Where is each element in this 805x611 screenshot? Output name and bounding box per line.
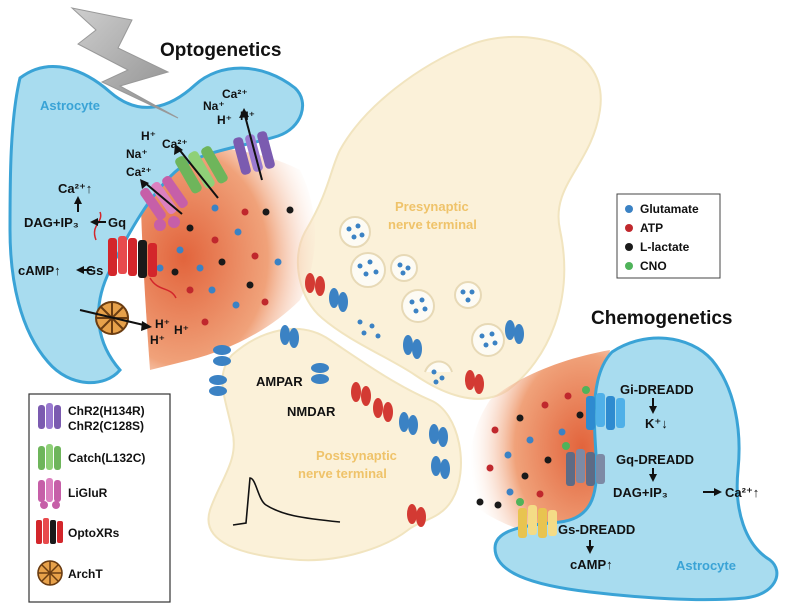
- epsc-trace: [232, 477, 341, 526]
- legend-atp-dot: [625, 224, 633, 232]
- label-ampar: AMPAR: [256, 374, 303, 389]
- legend-chr2-icon: [38, 403, 61, 429]
- chemo-k-down: K⁺↓: [645, 416, 668, 431]
- legend-chr2-h134r: ChR2(H134R): [68, 404, 145, 418]
- legend-archt-icon: [37, 560, 63, 586]
- chemo-gi: Gi-DREADD: [620, 382, 694, 397]
- chr2-channel-icon: [233, 108, 275, 181]
- gq-dreadd-receptor-icon: [562, 442, 605, 486]
- molecules-left-cleft: [156, 204, 294, 326]
- presynaptic-terminal: [296, 35, 602, 400]
- ion-ca-catch: Ca²⁺: [162, 137, 188, 151]
- ion-h-top2: H⁺: [240, 109, 255, 123]
- legend-archt: ArchT: [68, 567, 103, 581]
- tool-legend: ChR2(H134R) ChR2(C128S) Catch(L132C) LiG…: [28, 393, 171, 603]
- ion-na-top: Na⁺: [203, 99, 225, 113]
- right-cleft-zone: [469, 350, 610, 545]
- legend-chr2-c128s: ChR2(C128S): [68, 419, 144, 433]
- chemo-ca-up: Ca²⁺↑: [725, 485, 759, 500]
- opto-camp-up: cAMP↑: [18, 263, 61, 278]
- ligluR-channel-icon: [140, 175, 188, 231]
- legend-glutamate-dot: [625, 205, 633, 213]
- optoxr-receptor-icon: [93, 211, 177, 299]
- ion-ca-top: Ca²⁺: [222, 87, 248, 101]
- legend-ligluR-icon: [38, 478, 61, 509]
- legend-glutamate: Glutamate: [640, 202, 699, 216]
- title-optogenetics: Optogenetics: [160, 40, 281, 61]
- astrocyte-right: [493, 336, 779, 602]
- light-stimulus-icon: [70, 7, 179, 119]
- ion-h-arch1: H⁺: [155, 317, 170, 331]
- legend-ligluR: LiGluR: [68, 486, 108, 500]
- ion-h-mid: H⁺: [141, 129, 156, 143]
- chemo-camp-up: cAMP↑: [570, 557, 613, 572]
- title-chemogenetics: Chemogenetics: [591, 308, 732, 329]
- ion-h-arch2: H⁺: [174, 323, 189, 337]
- legend-optoxrs: OptoXRs: [68, 526, 120, 540]
- ion-ca-mid: Ca²⁺: [126, 165, 152, 179]
- postsynaptic-terminal: [207, 327, 462, 562]
- opto-dag-ip3: DAG+IP₃: [24, 215, 79, 230]
- legend-catch-icon: [38, 444, 61, 470]
- legend-lactate-dot: [625, 243, 633, 251]
- chemo-dag-ip3: DAG+IP₃: [613, 485, 668, 500]
- chemo-gq: Gq-DREADD: [616, 452, 694, 467]
- label-astrocyte-right: Astrocyte: [676, 558, 736, 573]
- legend-cno: CNO: [640, 259, 667, 273]
- ion-h-top1: H⁺: [217, 113, 232, 127]
- ion-h-arch3: H⁺: [150, 333, 165, 347]
- opto-gq: Gq: [108, 215, 126, 230]
- legend-optoxr-icon: [36, 518, 63, 544]
- vesicle-glutamate: [346, 223, 498, 385]
- membrane-receptors: [209, 273, 524, 527]
- synaptic-vesicles: [339, 216, 505, 373]
- archt-pump-icon: [79, 301, 152, 335]
- chemo-pathway-arrows: [586, 398, 722, 554]
- legend-lactate: L-lactate: [640, 240, 690, 254]
- label-postsynaptic-1: Postsynaptic: [316, 448, 397, 463]
- label-presynaptic-1: Presynaptic: [395, 199, 469, 214]
- label-astrocyte-left: Astrocyte: [40, 98, 100, 113]
- opto-ca-up: Ca²⁺↑: [58, 181, 92, 196]
- opto-pathway-arrows: [74, 196, 106, 274]
- gs-dreadd-receptor-icon: [516, 498, 557, 538]
- label-presynaptic-2: nerve terminal: [388, 217, 477, 232]
- label-postsynaptic-2: nerve terminal: [298, 466, 387, 481]
- molecule-legend: Glutamate ATP L-lactate CNO: [616, 193, 721, 279]
- legend-catch: Catch(L132C): [68, 451, 145, 465]
- opto-gs: Gs: [86, 263, 103, 278]
- chemo-gs: Gs-DREADD: [558, 522, 635, 537]
- molecules-right-cleft: [476, 392, 584, 509]
- catch-channel-icon: [174, 144, 228, 199]
- ion-na-mid: Na⁺: [126, 147, 148, 161]
- legend-atp: ATP: [640, 221, 663, 235]
- gi-dreadd-receptor-icon: [582, 386, 625, 430]
- legend-cno-dot: [625, 262, 633, 270]
- label-nmdar: NMDAR: [287, 404, 336, 419]
